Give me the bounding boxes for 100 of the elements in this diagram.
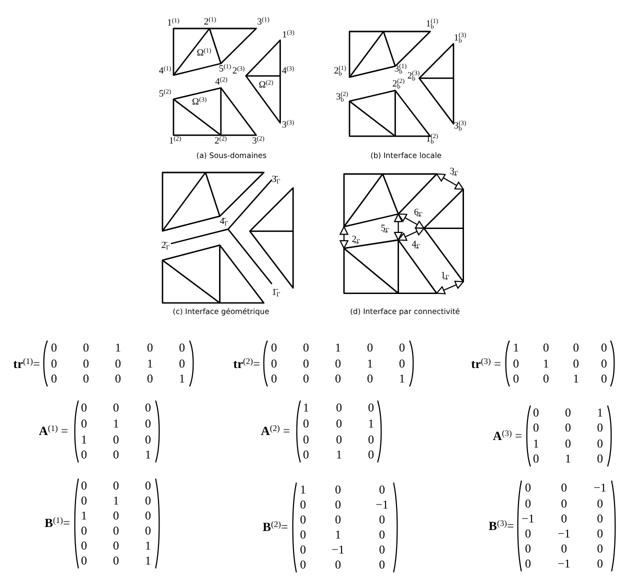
interface-node-label: 1̄$_{Γ}$ [272, 288, 280, 300]
matrix-entry: 0 [399, 358, 405, 370]
vertex-label: 1$^{(1)}$ [167, 18, 180, 30]
matrix-entry: 0 [379, 514, 385, 526]
matrix-entry: 0 [300, 558, 306, 572]
matrix-entry: 1 [113, 494, 119, 508]
matrix-entry: 0 [367, 372, 373, 386]
matrix-name: A$^{(3)}$ = [492, 428, 522, 444]
matrix-entry: 0 [525, 482, 531, 494]
matrix-entry: 0 [145, 402, 151, 414]
matrix-entry: 0 [113, 510, 119, 522]
vertex-label: 2$^{(2)}$ [214, 136, 227, 148]
matrix-entry: 0 [597, 558, 603, 570]
matrix-entry: 0 [597, 422, 603, 434]
matrix-entry: 0 [335, 498, 341, 512]
matrix-entry: 1 [115, 342, 121, 354]
matrix-entry: −1 [558, 528, 570, 540]
matrix-entry: 0 [533, 406, 539, 420]
matrix-entry: 0 [565, 422, 571, 434]
matrix-entry: 0 [336, 402, 342, 414]
matrix-entry: 0 [179, 342, 185, 354]
matrix-entry: 1 [597, 406, 603, 420]
vertex-label: 2$^{(3)}$ [232, 66, 245, 78]
matrix-entry: −1 [522, 512, 534, 526]
matrix-entry: 0 [379, 484, 385, 496]
matrix-entry: 0 [336, 434, 342, 446]
vertex-label: 1$^{(3)}$ [282, 30, 294, 42]
matrix-entry: 0 [145, 510, 151, 522]
matrix-name: tr$^{(1)}$= [13, 356, 40, 372]
matrix-entry: 0 [565, 438, 571, 450]
matrix-entry: 0 [565, 406, 571, 420]
matrix-entry: 0 [271, 358, 277, 370]
matrix-entry: 1 [335, 342, 341, 354]
interface-node-label: 3̲$_{Γ}$ [450, 167, 458, 178]
matrix-entry: 0 [81, 448, 87, 462]
matrix-entry: 0 [145, 524, 151, 538]
subdomain-label: Ω$^{(1)}$ [196, 48, 212, 60]
matrix-entry: −1 [332, 544, 344, 556]
vertex-label: 5$^{(1)}$ [218, 64, 232, 76]
matrix-entry: 0 [83, 342, 89, 354]
matrix-entry: 1 [81, 434, 87, 446]
vertex-label: 3$^{(3)}$ [282, 120, 294, 132]
matrix-entry: 0 [300, 514, 306, 526]
matrix-name: tr$^{(2)}$= [233, 356, 260, 372]
matrix-entry: 0 [51, 372, 57, 386]
matrix-entry: 0 [271, 342, 277, 354]
matrix-entry: 0 [533, 422, 539, 434]
matrix-entry: 0 [145, 418, 151, 430]
matrix-entry: −1 [376, 498, 388, 512]
matrix-entry: 0 [335, 358, 341, 370]
matrix-entry: 0 [601, 372, 607, 386]
matrix-entry: 0 [525, 528, 531, 540]
matrix-entry: 1 [113, 418, 119, 430]
matrix-entry: 0 [525, 498, 531, 510]
matrix-entry: 0 [597, 542, 603, 556]
vertex-label: 4$^{(3)}$ [282, 66, 294, 78]
matrix-entry: 0 [368, 448, 374, 462]
matrix-entry: −1 [594, 482, 606, 494]
matrix-entry: 0 [145, 494, 151, 508]
matrix-entry: 1 [303, 402, 309, 414]
matrix-entry: 1 [368, 418, 374, 430]
matrix-entry: 1 [179, 372, 185, 386]
matrix-entry: 1 [300, 484, 306, 496]
matrix-entry: 0 [368, 434, 374, 446]
vertex-label: 4$^{(2)}$ [215, 76, 228, 88]
matrix-entry: 0 [368, 402, 374, 414]
matrix-entry: 1 [573, 372, 579, 386]
matrix-entry: 0 [115, 358, 121, 370]
matrix-entry: 0 [303, 448, 309, 462]
matrix-entry: 1 [145, 554, 151, 568]
interface-node-label: 6̲$_{Γ}$ [414, 208, 423, 219]
matrix-entry: 0 [145, 480, 151, 492]
matrix-entry: 0 [113, 524, 119, 538]
interface-node-label: 5̲$_{Γ}$ [380, 224, 390, 236]
matrix-name: tr$^{(3)}$ = [471, 356, 501, 372]
matrix-entry: 0 [513, 372, 519, 386]
matrix-entry: 0 [81, 554, 87, 568]
matrix-entry: 0 [115, 372, 121, 386]
matrix-entry: 0 [113, 448, 119, 462]
matrix-entry: 1 [336, 448, 342, 462]
matrix-entry: 0 [335, 514, 341, 526]
matrix-entry: 0 [597, 498, 603, 510]
matrix-entry: 0 [336, 418, 342, 430]
matrix-entry: 0 [81, 418, 87, 430]
matrix-entry: 0 [303, 358, 309, 370]
matrix-entry: 0 [601, 342, 607, 354]
matrix-entry: 0 [147, 342, 153, 354]
matrix-entry: 0 [597, 528, 603, 540]
matrix-entry: 1 [147, 358, 153, 370]
matrix-name: A$^{(1)}$ = [38, 424, 68, 438]
matrix-entry: 0 [561, 542, 567, 556]
matrix-entry: 0 [335, 484, 341, 496]
matrix-entry: 0 [597, 438, 603, 450]
matrix-entry: 0 [81, 540, 87, 552]
matrix-entry: 0 [597, 512, 603, 526]
matrix-entry: 0 [145, 434, 151, 446]
matrix-entry: 0 [543, 342, 549, 354]
matrix-entry: 1 [533, 438, 539, 450]
matrix-entry: 0 [561, 498, 567, 510]
interface-node-label: 1̲$_{Γ}$ [440, 272, 450, 282]
